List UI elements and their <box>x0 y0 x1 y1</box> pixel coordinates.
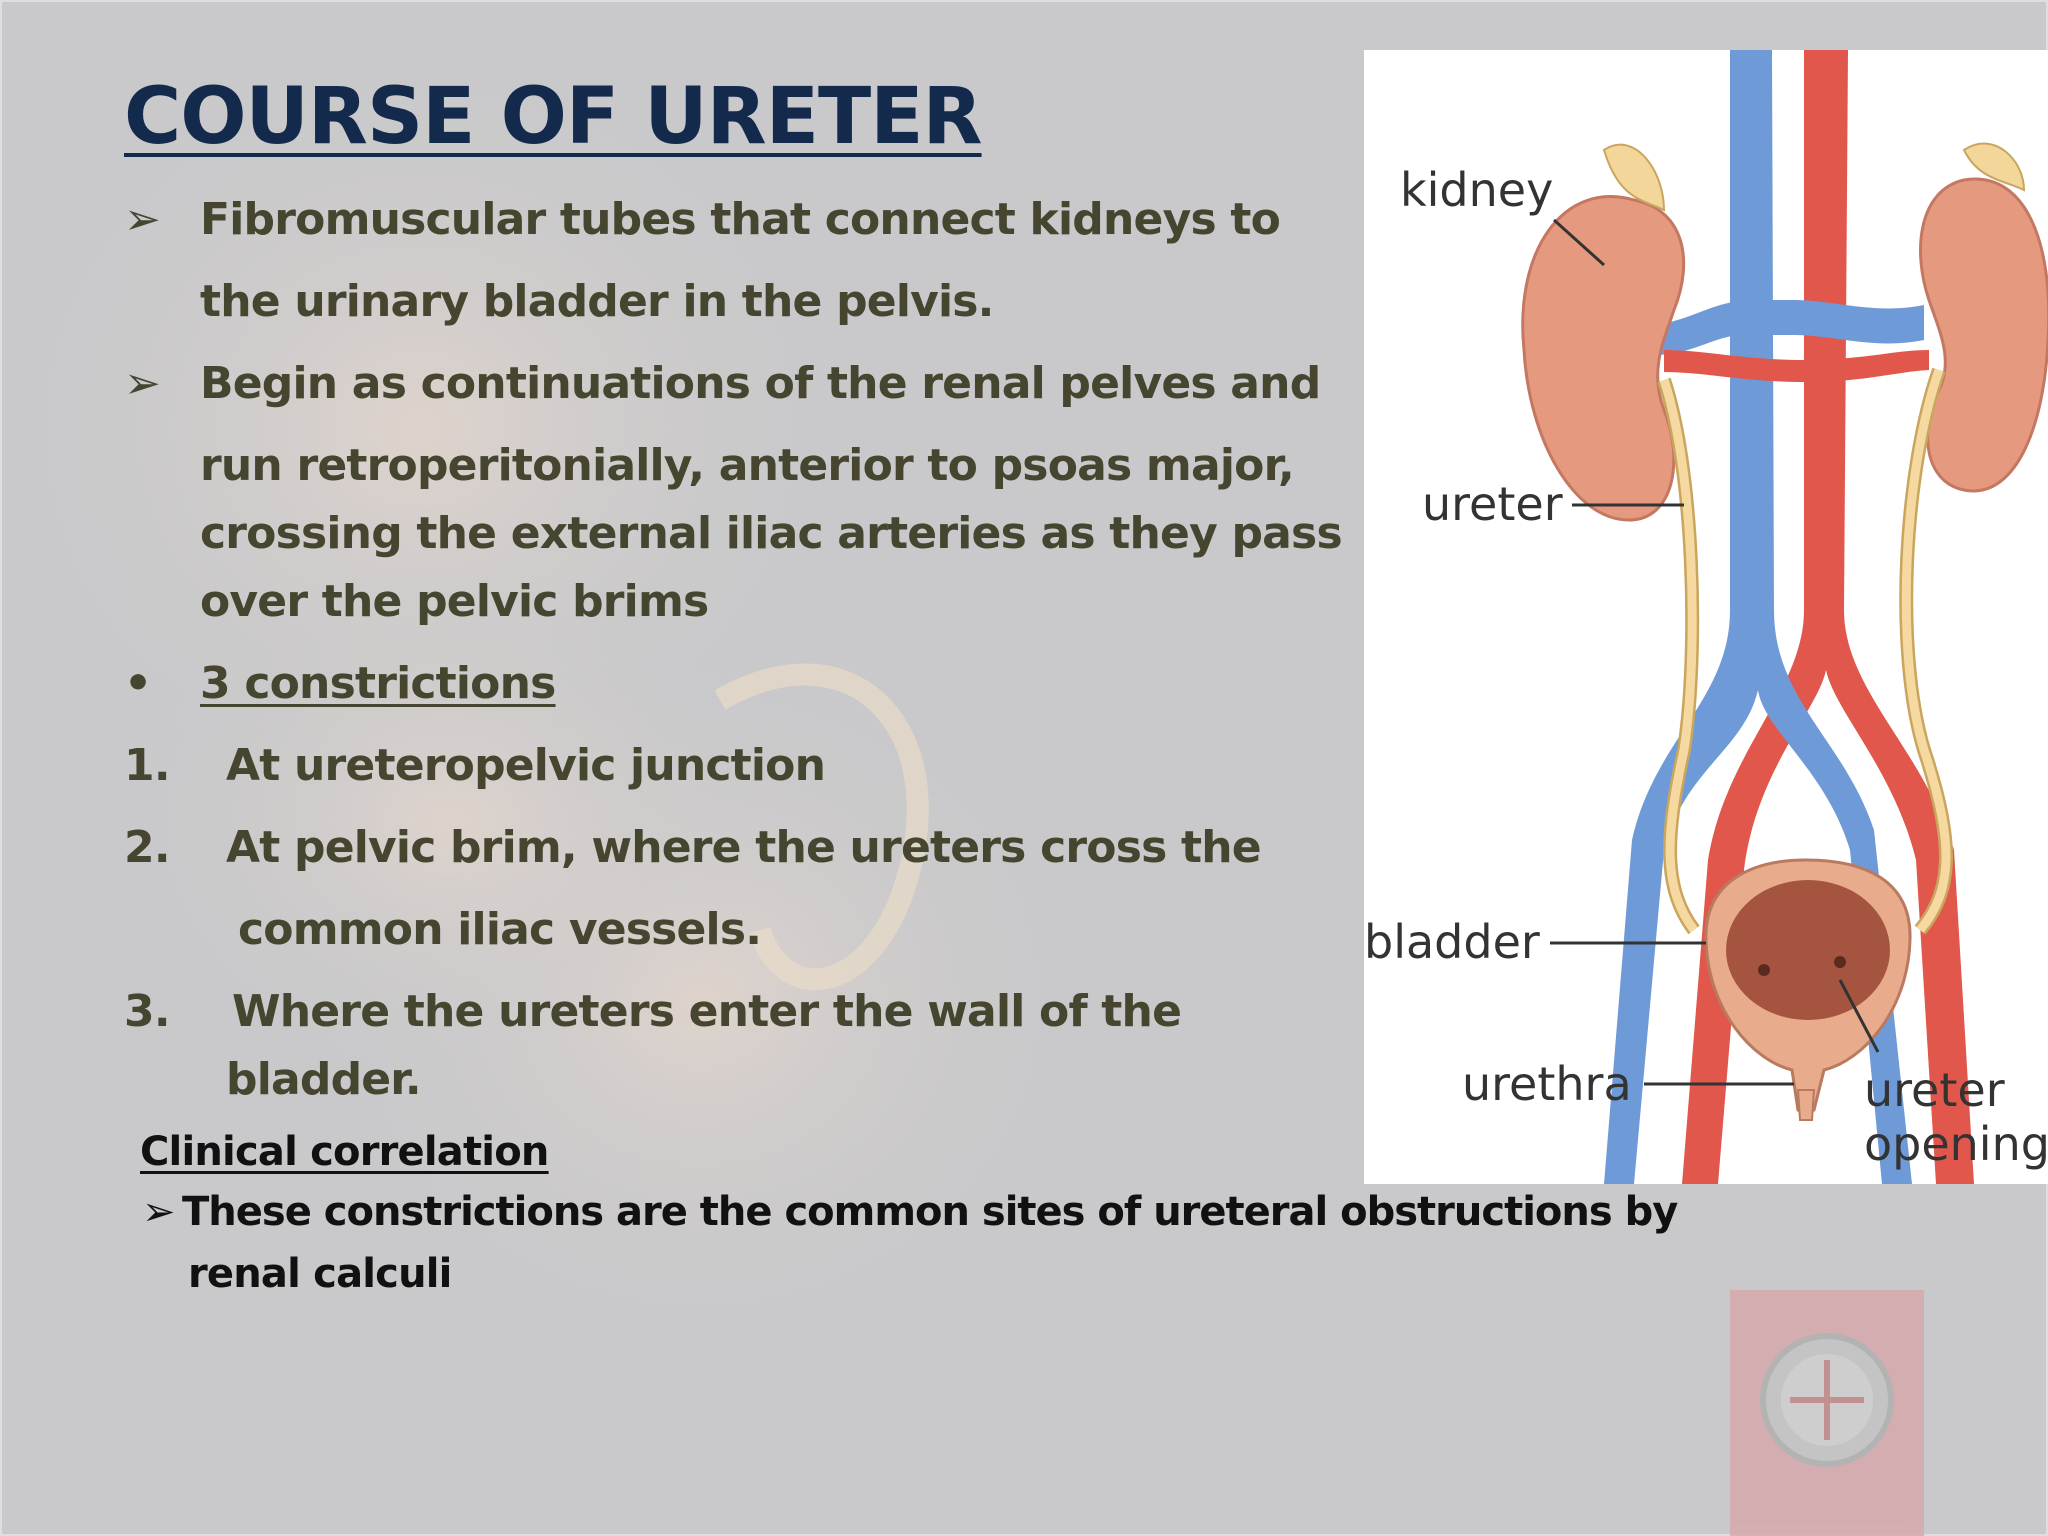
bullet2-line-3: crossing the external iliac arteries as … <box>200 508 1343 559</box>
constriction-1-line-1: At ureteropelvic junction <box>226 740 826 791</box>
clinical-heading: Clinical correlation <box>140 1129 549 1175</box>
bullet1-line-2: the urinary bladder in the pelvis. <box>200 276 994 327</box>
label-bladder: bladder <box>1364 915 1540 969</box>
constriction-3-line-2: bladder. <box>226 1054 422 1105</box>
right-kidney-shape <box>1919 177 2048 493</box>
bullet-arrow-icon: ➢ <box>142 1189 176 1235</box>
constriction-3-number: 3. <box>124 986 171 1037</box>
constrictions-heading: 3 constrictions <box>200 658 556 709</box>
urinary-system-diagram: kidney ureter bladder urethra ureter ope… <box>1364 50 2048 1184</box>
vena-cava-shape <box>1604 50 1912 1184</box>
constriction-2-number: 2. <box>124 822 171 873</box>
bullet-arrow-icon: ➢ <box>124 194 161 245</box>
label-kidney: kidney <box>1400 163 1553 217</box>
bullet2-line-2: run retroperitonially, anterior to psoas… <box>200 440 1295 491</box>
aorta-shape <box>1682 50 1974 1184</box>
clinical-line-2: renal calculi <box>188 1251 452 1297</box>
page-title: COURSE OF URETER <box>124 72 983 162</box>
clinical-line-1: These constrictions are the common sites… <box>182 1189 1678 1235</box>
constriction-2-line-1: At pelvic brim, where the ureters cross … <box>226 822 1262 873</box>
constriction-3-line-1: Where the ureters enter the wall of the <box>232 986 1182 1037</box>
left-kidney-shape <box>1521 195 1686 522</box>
bullet-dot-icon: • <box>124 658 153 709</box>
bullet2-line-1: Begin as continuations of the renal pelv… <box>200 358 1321 409</box>
bullet-arrow-icon: ➢ <box>124 358 161 409</box>
bullet1-line-1: Fibromuscular tubes that connect kidneys… <box>200 194 1281 245</box>
label-ureter-opening-2: opening <box>1864 1117 2048 1171</box>
logo-badge <box>1730 1290 1924 1536</box>
label-ureter-opening-1: ureter <box>1864 1063 2005 1117</box>
constriction-1-number: 1. <box>124 740 171 791</box>
label-ureter: ureter <box>1422 477 1563 531</box>
label-urethra: urethra <box>1462 1057 1632 1111</box>
bullet2-line-4: over the pelvic brims <box>200 576 709 627</box>
constriction-2-line-2: common iliac vessels. <box>238 904 762 955</box>
